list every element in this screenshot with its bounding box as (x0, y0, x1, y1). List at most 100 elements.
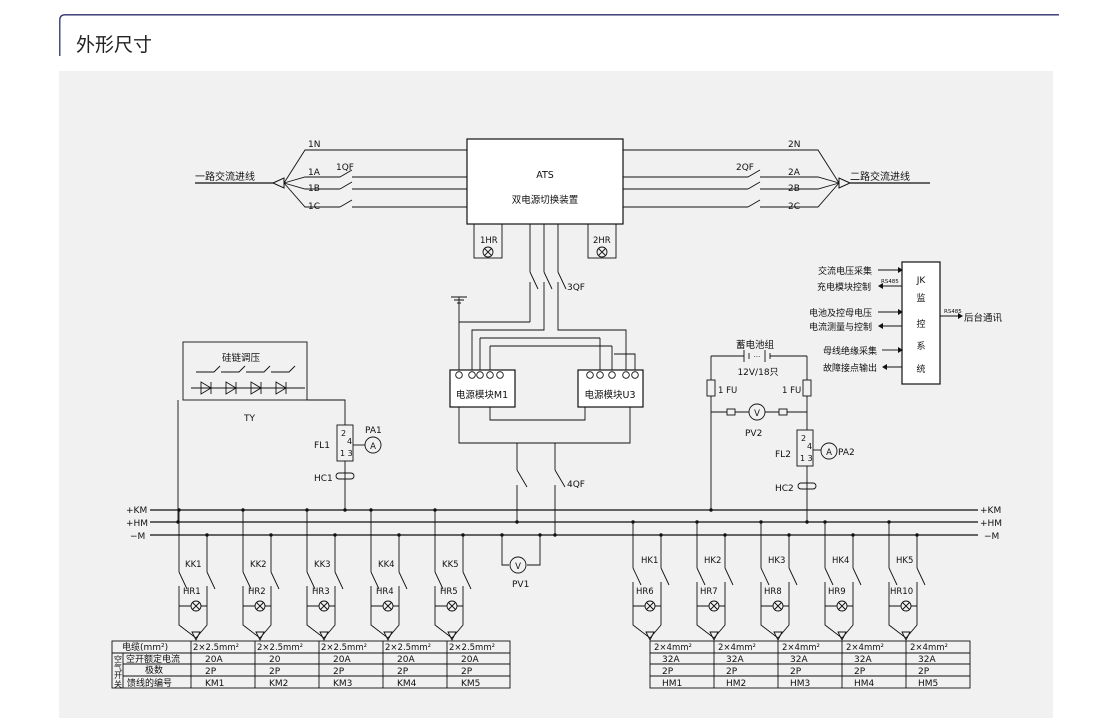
fu-left: 1 FU (718, 386, 737, 396)
kk-label: KK3 (314, 560, 331, 570)
branch-wiring (887, 520, 926, 642)
bus-km-left: +KM (126, 506, 147, 516)
label-4QF: 4QF (567, 480, 585, 490)
jk-char-0: JK (916, 276, 927, 286)
cell: HM1 (662, 679, 682, 689)
label-HC2: HC2 (775, 484, 794, 494)
side-label-3: 关 (114, 679, 122, 689)
branch-wiring (823, 520, 862, 642)
side-label-1: 气 (114, 662, 122, 672)
hr-label: HR2 (248, 587, 266, 597)
outlet-arrow (447, 631, 457, 642)
bus-node (723, 533, 727, 537)
branch-wiring (177, 508, 216, 642)
bus-tap (696, 522, 726, 568)
fl1-pin4: 4 (347, 437, 352, 446)
incoming-section: ATS 双电源切换装置 一路交流进线 1N 1A 1B 1C 1QF 二路交流进… (195, 138, 930, 322)
fl2-pin13: 1 3 (800, 454, 813, 463)
signal-lamp-cross (448, 602, 456, 610)
label-1B: 1B (308, 184, 320, 194)
bus-tap (632, 522, 662, 568)
kk-label: KK5 (442, 560, 459, 570)
label-2HR: 2HR (593, 236, 611, 246)
header-frame (59, 14, 1059, 56)
switch-blade (178, 571, 216, 590)
hr-label: HR5 (440, 587, 458, 597)
ty-title: 硅链调压 (222, 352, 261, 364)
right-table-cells: 2×4mm² 2×4mm² 2×4mm² 2×4mm² 2×4mm² 32A 3… (654, 643, 948, 689)
ats-box (466, 138, 624, 225)
label-1A: 1A (308, 168, 321, 178)
pa2-a: A (826, 448, 832, 458)
cell: 2×2.5mm² (193, 643, 239, 653)
bus-node (631, 520, 635, 524)
module-m3-label: 电源模块U3 (585, 389, 636, 401)
cell: 2×4mm² (846, 643, 884, 653)
label-2B: 2B (788, 184, 800, 194)
battery-spec: 12V/18只 (737, 368, 778, 378)
cell: 20A (461, 655, 479, 665)
fl1-pin2: 2 (341, 429, 346, 438)
cell: 2P (269, 667, 281, 677)
cell: 2×2.5mm² (321, 643, 367, 653)
bus-node (851, 533, 855, 537)
cell: 32A (854, 655, 872, 665)
fl1-pin13: 1 3 (340, 449, 353, 458)
label-FL1: FL1 (314, 441, 330, 451)
jk-out: 后台通讯 (964, 312, 1003, 324)
signal-lamp-cross (710, 602, 718, 610)
label-1HR: 1HR (480, 236, 498, 246)
bus-tap (242, 510, 272, 572)
outlet-arrow (709, 631, 719, 642)
signal-lamp-cross (384, 602, 392, 610)
module-m1-label: 电源模块M1 (456, 389, 508, 401)
label-1N: 1N (308, 140, 320, 150)
label-1QF: 1QF (336, 163, 354, 173)
svg-text:···: ··· (754, 353, 761, 361)
bus-node (305, 508, 309, 512)
bus-km-right: +KM (980, 506, 1001, 516)
signal-lamp-cross (646, 602, 654, 610)
switch-blade (824, 567, 862, 586)
page-title: 外形尺寸 (76, 34, 153, 56)
bus-node (269, 533, 273, 537)
branch-wiring (695, 520, 734, 642)
bus-section: +KM +HM −M +KM +HM −M (126, 506, 1002, 542)
bus-node (823, 520, 827, 524)
module-m3 (577, 369, 644, 408)
cell: 2P (461, 667, 473, 677)
hr-label: HR10 (890, 587, 913, 597)
cell: 2×2.5mm² (385, 643, 431, 653)
cell: 2P (333, 667, 345, 677)
bus-node (333, 533, 337, 537)
hk-label: HK4 (832, 556, 849, 566)
bus-node (887, 520, 891, 524)
ty-label: TY (243, 414, 255, 424)
hk-label: HK1 (641, 556, 658, 566)
branch-wiring (433, 508, 472, 642)
jk-char-1: 监 (916, 292, 925, 304)
hk-label: HK5 (896, 556, 913, 566)
cell: 20A (397, 655, 415, 665)
switch-blade (370, 571, 408, 590)
line2-label: 二路交流进线 (850, 170, 910, 183)
cell: KM3 (333, 679, 352, 689)
hk-label: HK3 (768, 556, 785, 566)
switch-blade (696, 567, 734, 586)
left-table-cells: 2×2.5mm² 2×2.5mm² 2×2.5mm² 2×2.5mm² 2×2.… (193, 643, 495, 689)
cell: 2P (726, 667, 738, 677)
switch-blade (434, 571, 472, 590)
signal-lamp-cross (192, 602, 200, 610)
hr-label: HR6 (636, 587, 654, 597)
label-2C: 2C (788, 202, 800, 212)
cell: 32A (662, 655, 680, 665)
bus-m-right: −M (984, 532, 999, 542)
outlet-arrow (191, 631, 201, 642)
